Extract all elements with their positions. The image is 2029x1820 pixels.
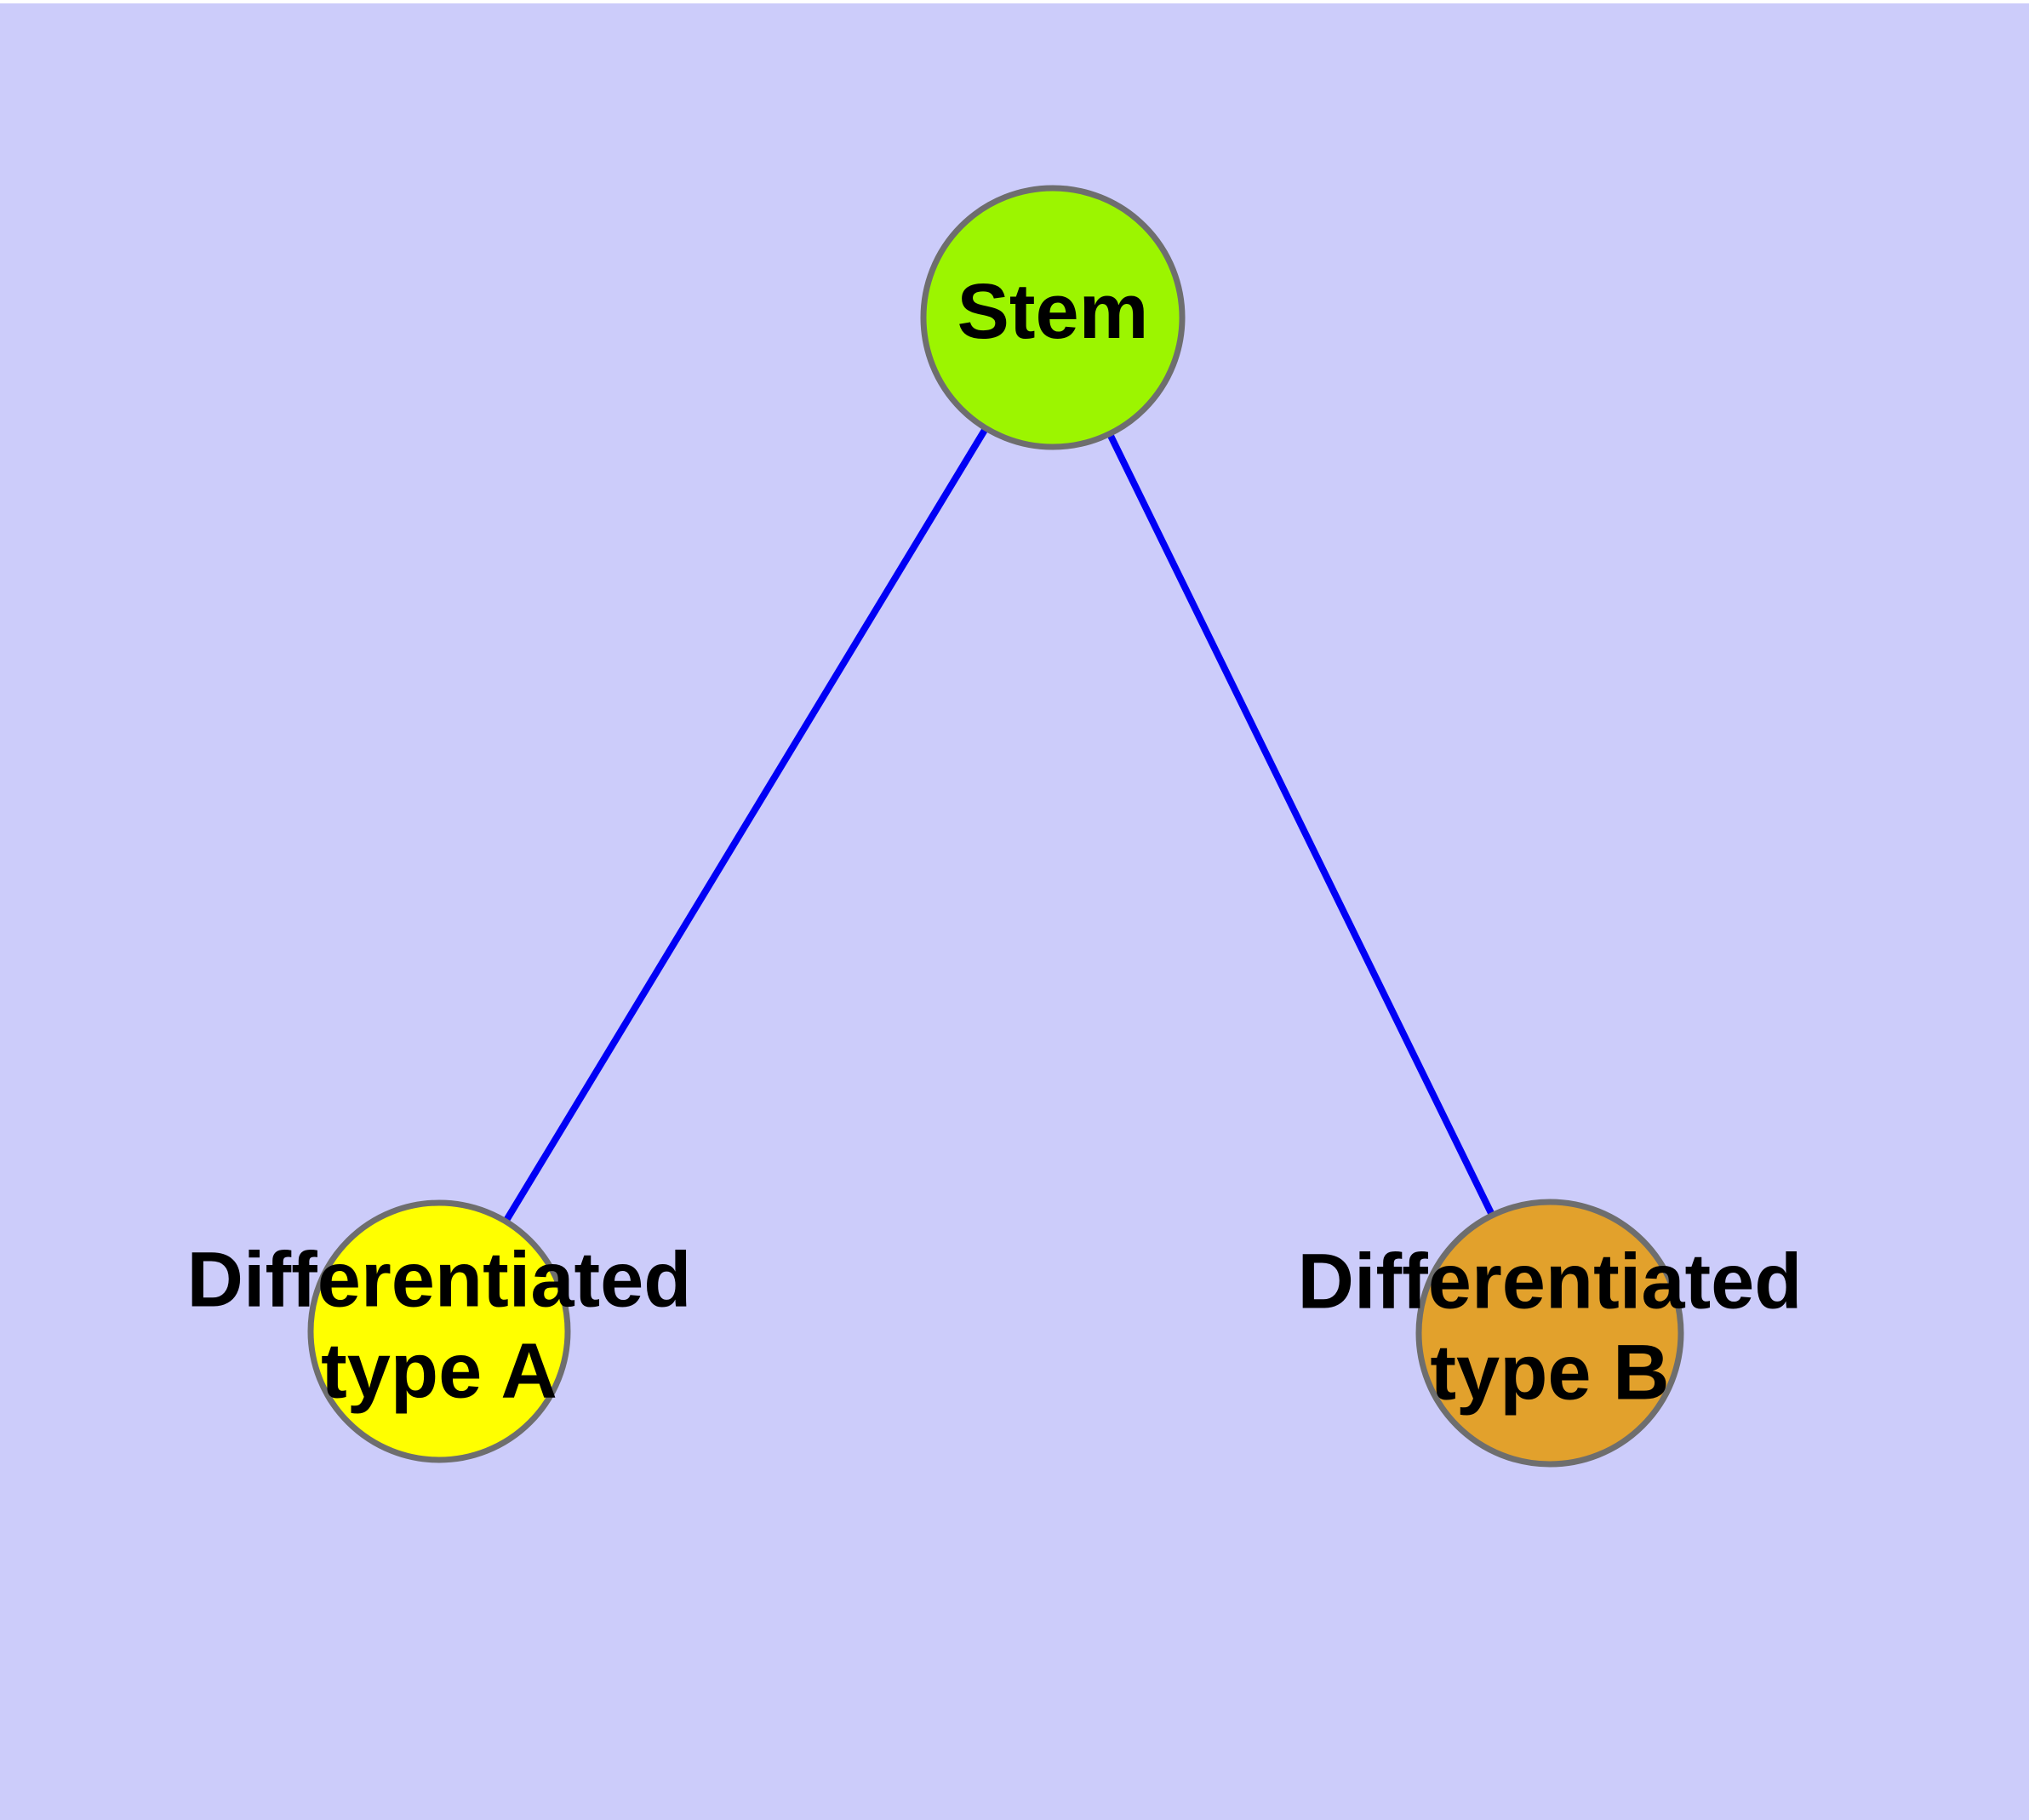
edges-layer <box>502 426 1495 1223</box>
node-label-line: type A <box>321 1328 557 1415</box>
edge-stem-to-differentiated-type-a[interactable] <box>502 426 989 1223</box>
node-label-line: Differentiated <box>187 1237 692 1324</box>
node-differentiated-type-a[interactable] <box>307 1199 571 1463</box>
node-differentiated-type-b[interactable] <box>1415 1199 1684 1468</box>
node-label-line: type B <box>1430 1330 1669 1417</box>
edge-stem-to-differentiated-type-b[interactable] <box>1106 432 1495 1217</box>
node-label-line: Stem <box>957 268 1149 355</box>
nodes-layer <box>307 185 1684 1468</box>
node-stem[interactable] <box>920 185 1186 450</box>
node-label-stem: Stem <box>957 268 1149 355</box>
node-label-line: Differentiated <box>1298 1239 1803 1325</box>
